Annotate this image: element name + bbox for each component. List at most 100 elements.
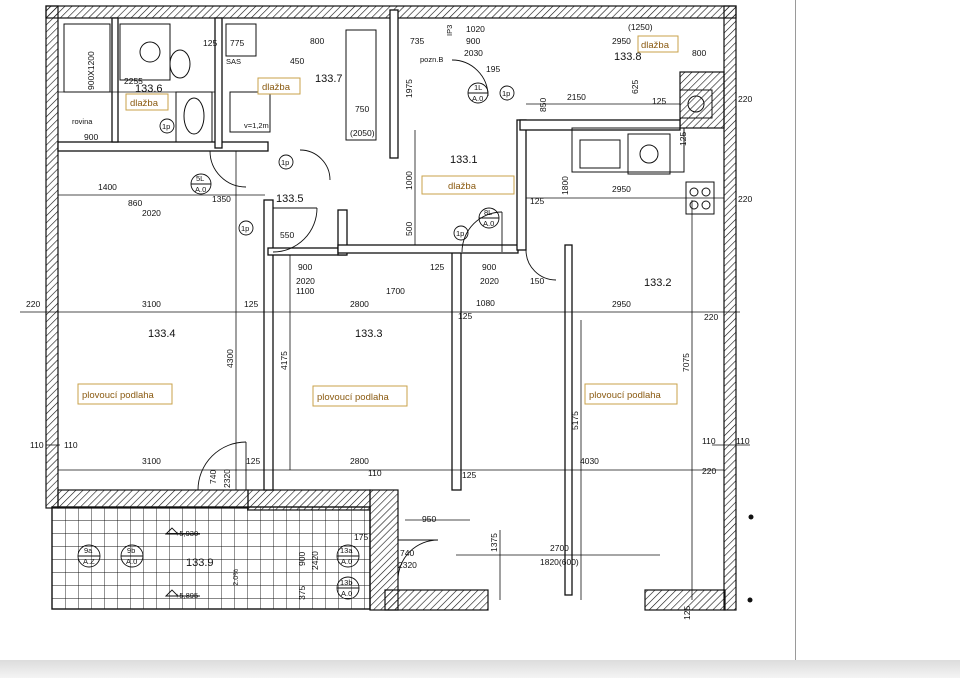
tag-1l: 1L bbox=[474, 83, 482, 92]
dim-text: 125 bbox=[244, 299, 258, 309]
dim-text: 110 bbox=[368, 468, 382, 478]
room-133-8-floor: dlažba bbox=[641, 40, 670, 51]
dim-text: 950 bbox=[422, 514, 436, 524]
dim-text: 110 bbox=[702, 436, 716, 446]
room-133-3-label: 133.3 bbox=[355, 328, 383, 340]
dim-text: 7075 bbox=[681, 353, 691, 372]
dim-text: 2420 bbox=[310, 551, 320, 570]
room-133-8-label: 133.8 bbox=[614, 51, 642, 63]
dim-text: 2320 bbox=[398, 560, 417, 570]
room-133-6-label: 133.6 bbox=[135, 83, 163, 95]
tag-1p: 1p bbox=[162, 122, 170, 131]
tag-1l-sub: A.0 bbox=[472, 94, 483, 103]
dim-text: 2020 bbox=[296, 276, 315, 286]
tag-1p: 1p bbox=[502, 89, 510, 98]
dim-text: 775 bbox=[230, 38, 244, 48]
slope-mark: 2.0% bbox=[231, 569, 240, 586]
ramp-label: v=1,2m bbox=[244, 121, 269, 130]
dim-text: 800 bbox=[310, 36, 324, 46]
sas-label: SAS bbox=[226, 57, 241, 66]
dim-text: 2320 bbox=[222, 469, 232, 488]
marker-dot bbox=[747, 597, 753, 603]
dim-text: 1700 bbox=[386, 286, 405, 296]
dim-text: (2050) bbox=[350, 128, 375, 138]
level-mark: +5,930 bbox=[175, 529, 198, 538]
dim-text: 800 bbox=[692, 48, 706, 58]
dim-text: 900 bbox=[482, 262, 496, 272]
dim-text: 110 bbox=[30, 440, 44, 450]
tag-13a: 13a bbox=[340, 546, 353, 555]
tag-9a-sub: A.Z bbox=[83, 557, 95, 566]
room-133-2-label: 133.2 bbox=[644, 277, 672, 289]
dimension-texts: 3100 125 2800 1700 125 2950 220 3100 125… bbox=[26, 22, 752, 620]
dim-text: 110 bbox=[64, 440, 78, 450]
room-133-4-floor: plovoucí podlaha bbox=[82, 390, 155, 401]
tag-1p: 1p bbox=[241, 224, 249, 233]
dim-text: 2950 bbox=[612, 36, 631, 46]
dimension-lines bbox=[20, 91, 750, 600]
dim-text: 125 bbox=[682, 606, 692, 620]
dim-text: 740 bbox=[208, 470, 218, 484]
dim-text: 3100 bbox=[142, 456, 161, 466]
tag-13b-sub: A.0 bbox=[341, 589, 352, 598]
tag-5l-sub: A.0 bbox=[195, 185, 206, 194]
tag-13a-sub: A.0 bbox=[341, 557, 352, 566]
room-133-3-floor-box bbox=[312, 385, 408, 407]
room-133-9-label: 133.9 bbox=[186, 557, 214, 569]
tag-8l: 8L bbox=[484, 208, 492, 217]
dim-text: 2700 bbox=[550, 543, 569, 553]
door-swings bbox=[197, 59, 557, 581]
dim-text: 2800 bbox=[350, 299, 369, 309]
note-label: pozn.B bbox=[420, 55, 443, 64]
dim-text: 125 bbox=[246, 456, 260, 466]
dim-text: 1975 bbox=[404, 79, 414, 98]
dim-text: 125 bbox=[652, 96, 666, 106]
dim-text: 900X1200 bbox=[86, 51, 96, 90]
tag-9b-sub: A.0 bbox=[126, 557, 137, 566]
dim-text: 2255 bbox=[124, 76, 143, 86]
dim-text: 900 bbox=[466, 36, 480, 46]
dim-text: 220 bbox=[738, 94, 752, 104]
dim-text: (1250) bbox=[628, 22, 653, 32]
room-133-2-floor-box bbox=[584, 383, 678, 405]
dim-text: 1000 bbox=[404, 171, 414, 190]
dim-text: 175 bbox=[354, 532, 368, 542]
dim-text: 1020 bbox=[466, 24, 485, 34]
dim-text: 740 bbox=[400, 548, 414, 558]
dim-text: 1350 bbox=[212, 194, 231, 204]
dim-text: 4030 bbox=[580, 456, 599, 466]
room-133-4-label: 133.4 bbox=[148, 328, 176, 340]
room-133-8-floor-box bbox=[637, 35, 679, 53]
dim-text: 195 bbox=[486, 64, 500, 74]
room-133-6-floor-box bbox=[125, 93, 169, 111]
dim-text: 1080 bbox=[476, 298, 495, 308]
dim-text: 900 bbox=[297, 552, 307, 566]
dim-text: 1400 bbox=[98, 182, 117, 192]
exterior-walls bbox=[45, 5, 737, 611]
tag-13b: 13b bbox=[340, 578, 353, 587]
tag-9b: 9b bbox=[127, 546, 135, 555]
room-133-3-floor: plovoucí podlaha bbox=[317, 392, 390, 403]
dim-text: 150 bbox=[530, 276, 544, 286]
dim-text: 220 bbox=[26, 299, 40, 309]
balcony-tiles bbox=[51, 506, 371, 610]
tag-8l-sub: A.0 bbox=[483, 219, 494, 228]
dim-text: 1100 bbox=[296, 286, 315, 296]
dim-text: 110 bbox=[736, 436, 750, 446]
dim-text: 860 bbox=[128, 198, 142, 208]
dim-text: 3100 bbox=[142, 299, 161, 309]
rovina-label: rovina bbox=[72, 117, 93, 126]
detail-tags bbox=[77, 82, 515, 600]
dim-text: 220 bbox=[738, 194, 752, 204]
dim-text: 125 bbox=[678, 132, 688, 146]
dim-text: 500 bbox=[404, 222, 414, 236]
page-edge bbox=[795, 0, 796, 660]
room-133-7-floor-box bbox=[257, 77, 301, 95]
interior-walls bbox=[57, 9, 681, 596]
page-shadow bbox=[0, 660, 960, 678]
tag-1p: 1p bbox=[456, 229, 464, 238]
tag-5l: 5L bbox=[196, 174, 204, 183]
dim-text: 125 bbox=[462, 470, 476, 480]
dim-text: 850 bbox=[538, 98, 548, 112]
